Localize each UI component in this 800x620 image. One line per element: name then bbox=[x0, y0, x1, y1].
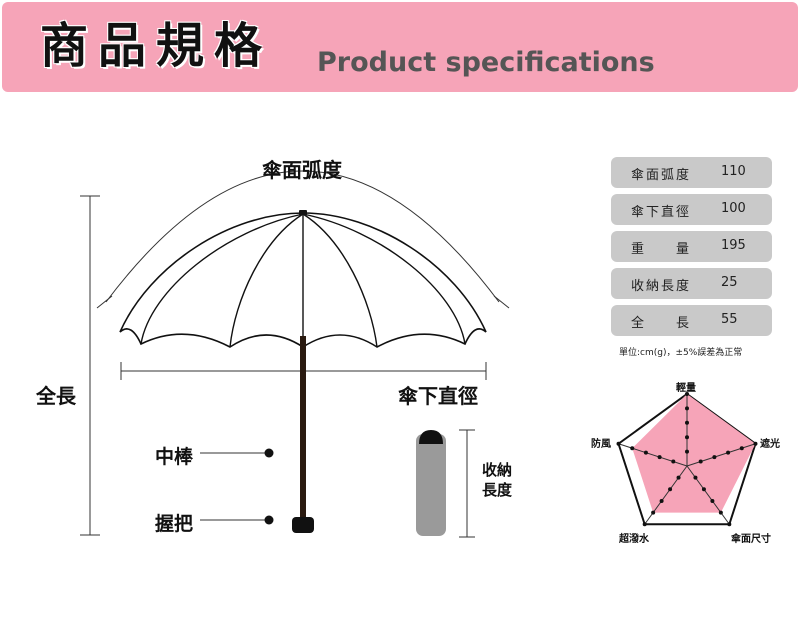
folded-umbrella-cap bbox=[419, 430, 443, 444]
arc-cap-right bbox=[493, 295, 510, 309]
spec-row-total-length: 全 長 55 bbox=[611, 305, 772, 336]
radar-level-dot bbox=[712, 455, 717, 460]
radar-level-dot bbox=[685, 435, 689, 440]
umbrella-shaft bbox=[300, 336, 306, 520]
spec-name: 全 長 bbox=[631, 316, 692, 331]
umbrella-handle bbox=[292, 517, 314, 533]
radar-level-dot bbox=[698, 459, 703, 464]
header-banner: 商品規格 Product specifications bbox=[2, 2, 798, 92]
folded-label-line1: 收納 bbox=[482, 461, 513, 479]
radar-level-dot bbox=[643, 450, 648, 455]
radar-level-dot bbox=[753, 441, 758, 446]
radar-level-dot bbox=[739, 446, 744, 451]
radar-label-windproof: 防風 bbox=[591, 439, 611, 450]
arc-dimension-line bbox=[105, 170, 500, 303]
radar-label-light: 輕量 bbox=[676, 383, 696, 394]
spec-name: 收納長度 bbox=[631, 279, 692, 294]
radar-level-dot bbox=[693, 475, 698, 480]
radar-label-water-repellent: 超潑水 bbox=[619, 534, 649, 545]
spec-value: 25 bbox=[721, 275, 738, 290]
page-subtitle: Product specifications bbox=[317, 47, 655, 78]
canopy-rib bbox=[302, 213, 466, 345]
radar-level-dot bbox=[616, 441, 621, 446]
spec-name: 重 量 bbox=[631, 242, 692, 257]
unit-note: 單位:cm(g)，±5%誤差為正常 bbox=[619, 348, 743, 358]
radar-label-shading: 遮光 bbox=[760, 439, 780, 450]
spec-name: 傘面弧度 bbox=[631, 168, 692, 183]
canopy-rib bbox=[302, 213, 378, 348]
radar-level-dot bbox=[630, 446, 635, 451]
radar-label-canopy-size: 傘面尺寸 bbox=[731, 534, 771, 545]
page-title: 商品規格 bbox=[40, 18, 273, 74]
handle-leader-dot bbox=[264, 515, 274, 525]
arc-label: 傘面弧度 bbox=[262, 158, 342, 182]
radar-level-dot bbox=[685, 420, 689, 425]
radar-level-dot bbox=[701, 487, 706, 492]
arc-cap-left bbox=[96, 295, 113, 309]
radar-level-dot bbox=[642, 522, 647, 527]
radar-level-dot bbox=[727, 522, 732, 527]
spec-value: 110 bbox=[721, 164, 746, 179]
radar-level-dot bbox=[651, 510, 656, 515]
radar-axis bbox=[644, 465, 688, 525]
shaft-label: 中棒 bbox=[155, 446, 194, 468]
radar-level-dot bbox=[710, 498, 715, 503]
canopy-rib bbox=[140, 213, 304, 345]
radar-axis bbox=[686, 465, 730, 525]
radar-level-dot bbox=[659, 498, 664, 503]
radar-level-dot bbox=[726, 450, 731, 455]
spec-row-arc: 傘面弧度 110 bbox=[611, 157, 772, 188]
radar-level-dot bbox=[718, 510, 723, 515]
umbrella-tip bbox=[299, 210, 307, 215]
spec-value: 195 bbox=[721, 238, 746, 253]
radar-level-dot bbox=[685, 406, 689, 411]
radar-level-dot bbox=[685, 449, 689, 454]
spec-name: 傘下直徑 bbox=[631, 205, 692, 220]
radar-level-dot bbox=[671, 459, 676, 464]
radar-level-dot bbox=[657, 455, 662, 460]
folded-label-line2: 長度 bbox=[482, 481, 513, 499]
radar-axis bbox=[686, 443, 756, 467]
radar-level-dot bbox=[685, 392, 689, 396]
spec-value: 55 bbox=[721, 312, 738, 327]
spec-row-weight: 重 量 195 bbox=[611, 231, 772, 262]
radar-level-dot bbox=[676, 475, 681, 480]
shaft-leader-dot bbox=[264, 448, 274, 458]
handle-label: 握把 bbox=[155, 513, 194, 535]
radar-rating-area bbox=[632, 394, 756, 513]
radar-axis bbox=[618, 443, 688, 467]
total-length-label: 全長 bbox=[36, 384, 76, 408]
radar-level-dot bbox=[668, 487, 673, 492]
spec-row-diameter: 傘下直徑 100 bbox=[611, 194, 772, 225]
canopy-rib bbox=[229, 213, 304, 348]
spec-row-folded-length: 收納長度 25 bbox=[611, 268, 772, 299]
folded-umbrella bbox=[416, 434, 446, 536]
diameter-label: 傘下直徑 bbox=[398, 384, 478, 408]
spec-value: 100 bbox=[721, 201, 746, 216]
